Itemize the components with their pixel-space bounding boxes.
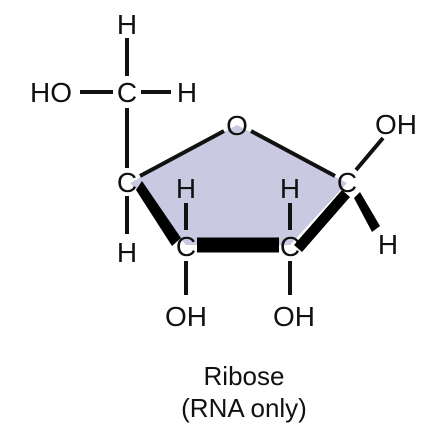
bond-c4-o: [139, 129, 225, 178]
atom-c3: C: [176, 231, 196, 262]
wedge-bond-c1-h: [354, 192, 380, 232]
wedge-bond-c4-c3: [136, 181, 181, 246]
atom-c3-oh: OH: [165, 301, 207, 332]
atom-c2-oh: OH: [273, 301, 315, 332]
atom-c1-h: H: [378, 229, 398, 260]
atom-c4-h-below: H: [117, 237, 137, 268]
molecule-name: Ribose: [204, 361, 285, 391]
atom-c3-h: H: [176, 173, 196, 204]
molecule-note: (RNA only): [181, 393, 307, 423]
atom-c1-oh: OH: [375, 109, 417, 140]
atom-c4: C: [117, 167, 137, 198]
atom-c5: C: [117, 77, 137, 108]
atom-ring-o: O: [226, 110, 248, 141]
bond-o-c1: [250, 129, 336, 178]
atom-top-h: H: [117, 9, 137, 40]
wedge-bond-c1-c2: [294, 190, 350, 252]
atom-c2: C: [280, 231, 300, 262]
atom-c2-h: H: [280, 173, 300, 204]
atom-c1: C: [337, 167, 357, 198]
bond-c1-oh: [354, 136, 385, 172]
atom-ho: HO: [30, 77, 72, 108]
atom-c5-h: H: [177, 77, 197, 108]
